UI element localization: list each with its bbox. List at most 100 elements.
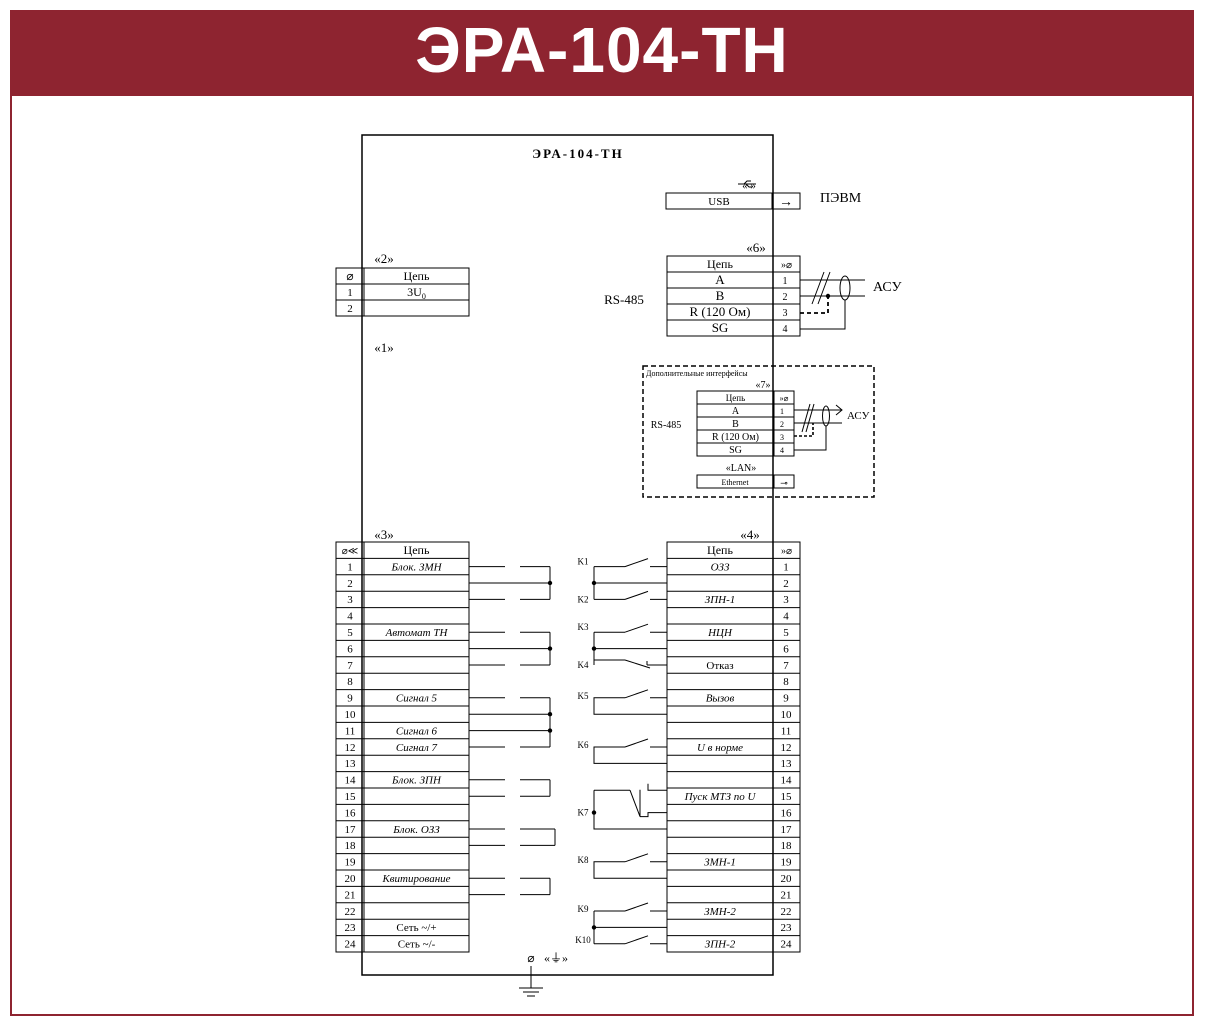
x4-row-num: 13	[781, 758, 793, 770]
extra-interfaces-frame	[642, 365, 875, 498]
x3-row-num: 17	[345, 824, 357, 836]
x7-row-num: 4	[780, 446, 784, 455]
x4-row-num: 8	[783, 676, 789, 688]
x3-row-num: 3	[347, 594, 353, 606]
relay-label-k1: K1	[578, 557, 589, 567]
x4-row-label: U в норме	[697, 742, 743, 754]
switch-blade	[624, 689, 649, 699]
x7-row-name: R (120 Ом)	[712, 432, 759, 443]
x4-row-label: ОЗЗ	[711, 561, 730, 573]
x6-header-symbol: »⌀	[781, 260, 792, 271]
x4-row-num: 1	[783, 561, 789, 573]
x4-row-num: 21	[781, 889, 792, 901]
x3-row-num: 5	[347, 627, 353, 639]
x3-row-label: Сеть ~/-	[398, 939, 436, 951]
x7-label: «7»	[756, 380, 771, 391]
x4-row-num: 5	[783, 627, 789, 639]
usb-arrow: →	[779, 195, 793, 210]
x3-label: «3»	[374, 527, 394, 542]
extra-interfaces-title: Дополнительные интерфейсы	[646, 369, 748, 378]
x3-row-label: Блок. ЗПН	[391, 775, 442, 787]
x3-row-num: 23	[345, 922, 357, 934]
x4-row-num: 19	[781, 857, 793, 869]
relay-wire	[647, 783, 667, 791]
x4-row-num: 4	[783, 611, 789, 623]
x3-row-num: 11	[345, 725, 356, 737]
x3-row-num: 14	[345, 775, 357, 787]
page-title: ЭРА-104-ТН	[415, 14, 789, 86]
relay-label-k10: K10	[575, 935, 591, 945]
junction-dot	[547, 646, 553, 651]
rs485-twist	[817, 271, 831, 305]
x3-row-label: Квитирование	[381, 873, 450, 885]
x7-row-name: B	[732, 419, 739, 430]
x4-label: «4»	[740, 527, 760, 542]
x4-row-num: 15	[781, 791, 793, 803]
device-title: ЭРА-104-ТН	[532, 146, 623, 161]
junction-dot	[547, 712, 553, 717]
x6-row-name: SG	[712, 320, 729, 335]
switch-blade	[624, 935, 649, 945]
x4-row-num: 12	[781, 742, 792, 754]
usb-connector-label: « »	[742, 180, 756, 192]
relay-wire	[593, 746, 667, 764]
x4-row-num: 18	[781, 840, 793, 852]
switch-blade	[624, 558, 649, 568]
x3-row-num: 16	[345, 807, 357, 819]
x2-row-num: 2	[347, 303, 353, 315]
junction-dot	[547, 580, 553, 586]
relay-junction	[591, 810, 597, 815]
x4-header-label: Цепь	[707, 543, 733, 557]
usb-port-label: USB	[708, 196, 729, 208]
x3-row-num: 21	[345, 889, 356, 901]
relay-wire	[593, 790, 667, 830]
x6-row-num: 3	[783, 308, 788, 319]
x3-row-num: 8	[347, 676, 353, 688]
x3-row-label: Сигнал 7	[396, 742, 438, 754]
relay-label-k8: K8	[578, 855, 589, 865]
x3-row-num: 20	[345, 873, 357, 885]
switch-blade	[624, 902, 649, 912]
x3-row-num: 9	[347, 693, 353, 705]
x7-header-label: Цепь	[726, 393, 745, 403]
x3-row-num: 10	[345, 709, 357, 721]
switch-blade	[624, 590, 649, 600]
x2-row-label: 3U0	[407, 285, 426, 301]
x3-header-symbol: ⌀≪	[342, 546, 359, 557]
x4-row-num: 7	[783, 660, 789, 672]
x2-header-label: Цепь	[404, 269, 430, 283]
rs485-sg-wire	[800, 300, 846, 330]
title-banner: ЭРА-104-ТН	[10, 10, 1194, 96]
x3-row-num: 22	[345, 906, 356, 918]
x4-row-label: ЗМН-2	[704, 906, 736, 918]
x6-row-name: B	[716, 288, 725, 303]
x3-row-label: Автомат ТН	[385, 627, 449, 639]
x7-twist	[801, 403, 811, 433]
x4-row-num: 3	[783, 594, 789, 606]
ground-symbol: ⌀	[527, 951, 534, 965]
usb-icon-branch	[743, 180, 751, 185]
x4-header-symbol: »⌀	[781, 546, 792, 557]
x4-row-label: Вызов	[706, 693, 735, 705]
x7-r-jumper	[794, 423, 814, 437]
x4-row-num: 11	[781, 725, 792, 737]
x2-row-label-subscript: 0	[422, 292, 426, 301]
x7-sg-wire	[794, 426, 827, 451]
input-wiring	[469, 566, 556, 896]
x4-row-num: 17	[781, 824, 793, 836]
usb-icon-branch	[745, 183, 752, 188]
relay-label-k6: K6	[578, 740, 589, 750]
x7-row-name: SG	[729, 445, 742, 456]
x6-header-label: Цепь	[707, 257, 733, 271]
x7-arrow	[835, 404, 843, 416]
usb-target-label: ПЭВМ	[820, 191, 862, 206]
lan-symbol: ⊸	[780, 478, 788, 488]
x7-twist	[805, 403, 815, 433]
x2-table	[335, 267, 470, 317]
x3-row-num: 19	[345, 857, 357, 869]
rs485-twist	[811, 271, 825, 305]
x6-interface-label: RS-485	[604, 292, 644, 307]
rs485-junction	[825, 293, 831, 299]
